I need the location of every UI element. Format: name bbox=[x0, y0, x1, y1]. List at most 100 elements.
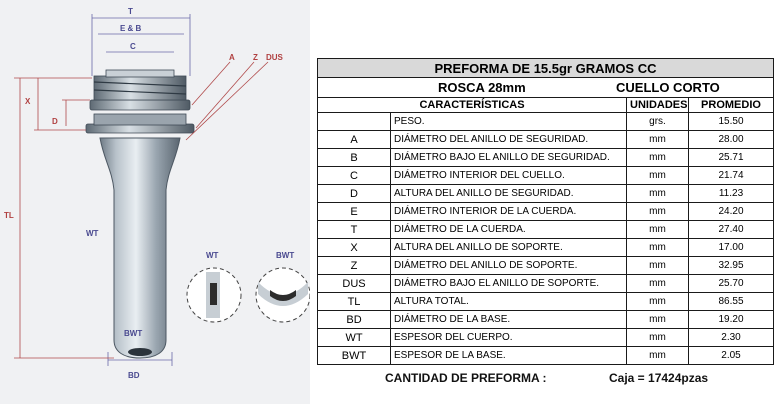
header-units: UNIDADES bbox=[626, 97, 689, 113]
label-c: C bbox=[130, 42, 136, 51]
row-description: DIÁMETRO DEL ANILLO DE SEGURIDAD. bbox=[390, 130, 627, 149]
row-unit: mm bbox=[626, 238, 689, 257]
label-tl: TL bbox=[4, 211, 14, 220]
header-features: CARACTERÍSTICAS bbox=[317, 97, 627, 113]
row-unit: mm bbox=[626, 220, 689, 239]
table-subtitle-row: ROSCA 28mm CUELLO CORTO bbox=[317, 77, 774, 98]
row-code: TL bbox=[317, 292, 391, 311]
row-description: ESPESOR DEL CUERPO. bbox=[390, 328, 627, 347]
row-unit: mm bbox=[626, 184, 689, 203]
row-unit: mm bbox=[626, 310, 689, 329]
row-unit: mm bbox=[626, 292, 689, 311]
row-value: 86.55 bbox=[688, 292, 774, 311]
subtitle-neck: CUELLO CORTO bbox=[616, 80, 720, 95]
row-value: 21.74 bbox=[688, 166, 774, 185]
row-code: X bbox=[317, 238, 391, 257]
row-value: 24.20 bbox=[688, 202, 774, 221]
row-value: 27.40 bbox=[688, 220, 774, 239]
subtitle-thread: ROSCA 28mm bbox=[438, 80, 526, 95]
row-description: ALTURA TOTAL. bbox=[390, 292, 627, 311]
row-code: T bbox=[317, 220, 391, 239]
row-description: DIÁMETRO DE LA BASE. bbox=[390, 310, 627, 329]
label-t: T bbox=[128, 7, 133, 16]
header-average: PROMEDIO bbox=[688, 97, 774, 113]
row-description: DIÁMETRO INTERIOR DEL CUELLO. bbox=[390, 166, 627, 185]
row-code bbox=[317, 112, 391, 131]
label-bwt: BWT bbox=[124, 329, 142, 338]
row-value: 17.00 bbox=[688, 238, 774, 257]
row-unit: grs. bbox=[626, 112, 689, 131]
box-quantity: Caja = 17424pzas bbox=[609, 371, 709, 385]
row-code: BWT bbox=[317, 346, 391, 365]
row-value: 25.71 bbox=[688, 148, 774, 167]
label-d: D bbox=[52, 117, 58, 126]
row-description: ESPESOR DE LA BASE. bbox=[390, 346, 627, 365]
label-dus: DUS bbox=[266, 53, 284, 62]
table-row: PESO.grs.15.50 bbox=[317, 112, 774, 131]
row-value: 32.95 bbox=[688, 256, 774, 275]
label-x: X bbox=[25, 97, 31, 106]
preform-body bbox=[99, 137, 181, 359]
row-unit: mm bbox=[626, 202, 689, 221]
label-a: A bbox=[229, 53, 235, 62]
row-description: DIÁMETRO BAJO EL ANILLO DE SOPORTE. bbox=[390, 274, 627, 293]
label-wt: WT bbox=[86, 229, 99, 238]
row-unit: mm bbox=[626, 148, 689, 167]
row-unit: mm bbox=[626, 346, 689, 365]
label-z: Z bbox=[253, 53, 258, 62]
row-code: WT bbox=[317, 328, 391, 347]
table-title: PREFORMA DE 15.5gr GRAMOS CC bbox=[317, 58, 774, 78]
row-unit: mm bbox=[626, 256, 689, 275]
row-value: 15.50 bbox=[688, 112, 774, 131]
row-description: DIÁMETRO DE LA CUERDA. bbox=[390, 220, 627, 239]
label-eb: E & B bbox=[120, 24, 142, 33]
quantity-label: CANTIDAD DE PREFORMA : bbox=[385, 371, 547, 385]
svg-text:BWT: BWT bbox=[276, 251, 294, 260]
row-unit: mm bbox=[626, 274, 689, 293]
row-code: C bbox=[317, 166, 391, 185]
detail-wt: WT bbox=[186, 251, 242, 323]
row-unit: mm bbox=[626, 166, 689, 185]
row-description: PESO. bbox=[390, 112, 627, 131]
row-value: 11.23 bbox=[688, 184, 774, 203]
detail-bwt: BWT bbox=[255, 251, 310, 323]
row-description: DIÁMETRO DEL ANILLO DE SOPORTE. bbox=[390, 256, 627, 275]
row-description: ALTURA DEL ANILLO DE SOPORTE. bbox=[390, 238, 627, 257]
preform-drawing: T E & B C A Z DUS X D TL WT BWT BD WT BW… bbox=[0, 0, 310, 404]
row-code: A bbox=[317, 130, 391, 149]
row-value: 19.20 bbox=[688, 310, 774, 329]
spec-table: PREFORMA DE 15.5gr GRAMOS CC ROSCA 28mm … bbox=[317, 58, 774, 365]
table-title-row: PREFORMA DE 15.5gr GRAMOS CC bbox=[317, 58, 774, 78]
row-code: E bbox=[317, 202, 391, 221]
row-value: 2.30 bbox=[688, 328, 774, 347]
row-value: 2.05 bbox=[688, 346, 774, 365]
security-ring bbox=[89, 99, 191, 111]
row-description: ALTURA DEL ANILLO DE SEGURIDAD. bbox=[390, 184, 627, 203]
table-header-row: CARACTERÍSTICAS UNIDADES PROMEDIO bbox=[317, 97, 774, 113]
row-value: 28.00 bbox=[688, 130, 774, 149]
row-code: BD bbox=[317, 310, 391, 329]
row-description: DIÁMETRO BAJO EL ANILLO DE SEGURIDAD. bbox=[390, 148, 627, 167]
neck-threads bbox=[93, 75, 187, 101]
row-unit: mm bbox=[626, 130, 689, 149]
row-code: Z bbox=[317, 256, 391, 275]
label-bd: BD bbox=[128, 371, 140, 380]
row-value: 25.70 bbox=[688, 274, 774, 293]
row-code: B bbox=[317, 148, 391, 167]
row-unit: mm bbox=[626, 328, 689, 347]
row-description: DIÁMETRO INTERIOR DE LA CUERDA. bbox=[390, 202, 627, 221]
row-code: DUS bbox=[317, 274, 391, 293]
row-code: D bbox=[317, 184, 391, 203]
